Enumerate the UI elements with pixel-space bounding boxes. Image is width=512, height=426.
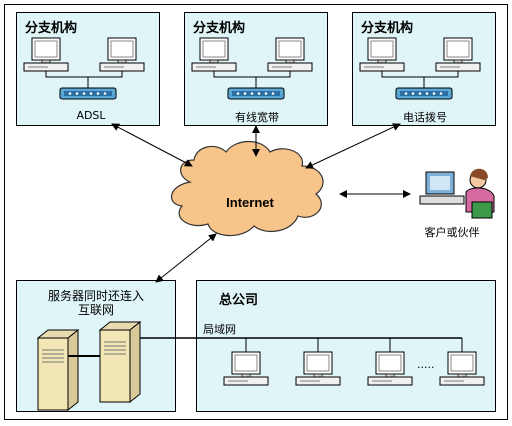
computer-icon (223, 351, 269, 386)
modem-icon (59, 87, 117, 100)
branch-title: 分支机构 (193, 21, 246, 36)
computer-icon (23, 37, 69, 72)
branch-title: 分支机构 (361, 21, 414, 36)
server-box-title-line2: 互联网 (77, 303, 114, 317)
lan-label: 局域网 (203, 323, 236, 336)
internet-cloud-icon (171, 140, 324, 237)
modem-icon (227, 87, 285, 100)
computer-icon (191, 37, 237, 72)
computer-icon (267, 37, 313, 72)
computer-icon (295, 351, 341, 386)
branch-title: 分支机构 (25, 21, 78, 36)
server-icon (37, 329, 79, 411)
computer-icon (439, 351, 485, 386)
computer-icon (435, 37, 481, 72)
computer-icon (359, 37, 405, 72)
internet-label: Internet (226, 195, 274, 210)
computer-icon (367, 351, 413, 386)
client-label: 客户或伙伴 (425, 225, 480, 239)
ellipsis: ····· (417, 361, 435, 374)
computer-icon (99, 37, 145, 72)
server-box-title: 服务器同时还连入 (47, 289, 144, 303)
connection-label-broadband: 有线宽带 (235, 111, 279, 124)
connection-label-adsl: ADSL (76, 109, 106, 122)
client-person-icon (419, 168, 495, 219)
server-icon (99, 321, 141, 403)
modem-icon (395, 87, 453, 100)
hq-title: 总公司 (219, 293, 259, 308)
connection-label-dialup: 电话拨号 (403, 111, 447, 124)
